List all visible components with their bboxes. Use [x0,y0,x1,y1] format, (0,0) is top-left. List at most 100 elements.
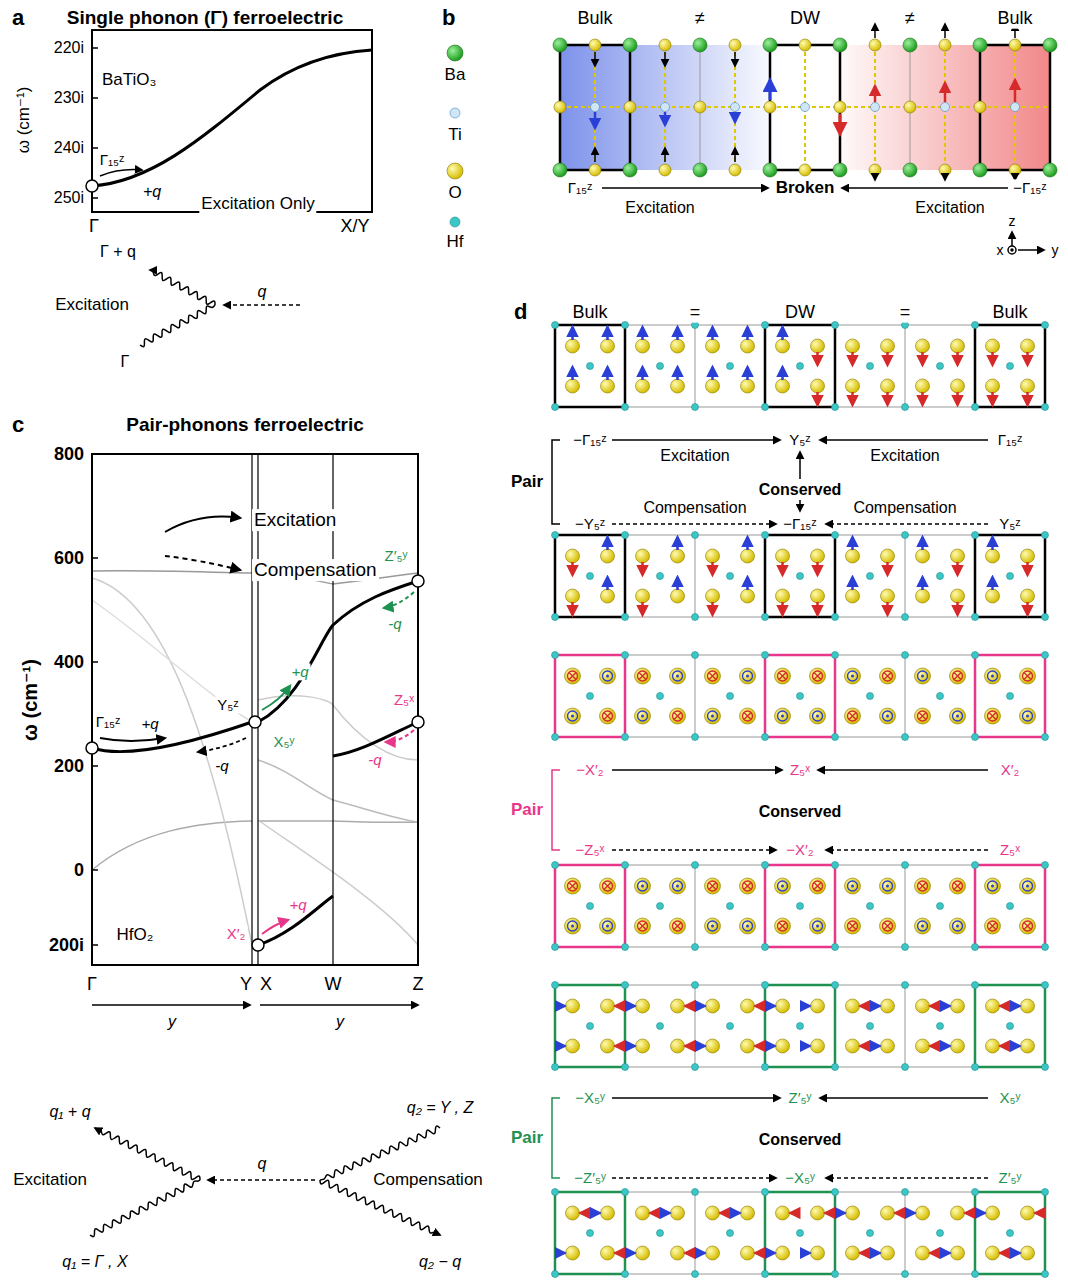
panel-d-strips [555,325,1045,407]
panel-d-strips [951,1039,965,1053]
panel-d-strips [587,363,594,370]
panel-d-strips [741,1246,755,1260]
panel-d-strips [986,1039,1000,1053]
panel-d-strips [552,404,559,411]
panel-d-strips [601,379,615,393]
panel-d-strips [671,379,685,393]
panel-d-strips [776,589,790,603]
figure-label: Broken [774,178,837,198]
figure-label: = [688,302,703,323]
panel-d-strips [555,655,625,737]
panel-d-strips [832,1189,839,1196]
panel-d-strips [845,918,861,934]
panel-d-strips [811,1206,825,1220]
panel-b-structure [591,103,600,112]
figure-label: −Z₅ˣ [574,841,607,858]
panel-d-strips [765,325,835,407]
panel-b-arrows [602,188,1044,254]
panel-d-strips [776,339,790,353]
panel-d-strips [636,999,650,1013]
panel-d-strips [810,878,826,894]
panel-d-strips [811,339,825,353]
panel-d-strips [565,668,581,684]
panel-d-strips [905,325,906,407]
panel-d-strips [692,1271,699,1278]
panel-d-arrows [799,452,801,479]
panel-d-strips [762,404,769,411]
panel-d-strips [555,535,1045,617]
figure-label: b [440,5,457,30]
panel-d-strips [1042,404,1049,411]
panel-d-strips [1026,352,1029,365]
panel-d-strips [801,1045,810,1048]
panel-d-strips [919,713,926,720]
figure-label: 240i [52,139,86,157]
panel-d-strips [635,918,651,934]
panel-d-strips [848,921,858,931]
panel-d-strips [846,589,860,603]
panel-d-strips [708,711,718,721]
panel-d-strips [832,404,839,411]
panel-c-plot [260,1004,418,1006]
figure-label: ω (cm⁻¹) [14,85,34,156]
panel-d-strips [832,944,839,951]
figure-label: Z₅ˣ [788,761,812,778]
panel-d-strips [639,673,646,680]
panel-d-strips [743,921,753,931]
panel-d-strips [762,1271,769,1278]
panel-b-structure [560,45,630,170]
panel-d-strips [765,985,835,1067]
panel-d-strips [781,715,784,718]
panel-b-structure [874,86,877,102]
figure-label: Conserved [757,481,844,499]
panel-d-strips [606,675,609,678]
panel-d-strips [918,671,928,681]
panel-d-strips [988,671,998,681]
panel-d-strips [915,708,931,724]
panel-c-plot [384,592,414,608]
panel-d-strips [921,675,924,678]
wavy-lines [90,1180,200,1237]
panel-d-strips [727,1023,734,1030]
panel-d-strips [937,1230,944,1237]
panel-d-strips [552,982,1049,1071]
panel-c-plot [92,578,252,945]
panel-b-structure [904,101,916,113]
panel-d-strips [636,1039,650,1053]
panel-d-arrows [552,770,560,850]
panel-d-strips [552,1189,1049,1278]
panel-b-structure [734,148,736,162]
panel-d-strips [671,1039,685,1053]
figure-label: −X′₂ [784,841,815,858]
panel-d-strips [985,668,1001,684]
panel-d-strips [762,982,769,989]
panel-d-strips [886,352,889,365]
panel-d-strips [781,602,784,615]
panel-d-strips [986,379,1000,393]
panel-d-strips [622,614,629,621]
panel-d-strips [1026,715,1029,718]
panel-d-strips [552,532,1049,621]
legend-entry: Ba [443,65,468,85]
panel-d-strips [1026,562,1029,575]
panel-d-strips [616,1252,625,1255]
panel-d-strips [1001,1005,1010,1008]
figure-label: q [256,283,269,301]
figure-label: X′₂ [999,761,1022,778]
panel-d-arrows [612,523,776,525]
panel-d-strips [686,1045,695,1048]
panel-b-structure [801,103,810,112]
panel-d-strips [985,918,1001,934]
panel-b-structure [939,39,951,51]
wavy-lines [150,270,215,305]
panel-d-strips [552,1064,559,1071]
figure-label: Bulk [575,8,614,29]
panel-d-strips [972,982,979,989]
panel-d-strips [762,862,769,869]
wavy-lines [95,1128,200,1180]
panel-d-strips [746,327,749,340]
panel-d-strips [741,1039,755,1053]
panel-d-strips [657,1023,664,1030]
panel-d-strips [880,668,896,684]
figure-label: Excitation Only [199,194,316,214]
